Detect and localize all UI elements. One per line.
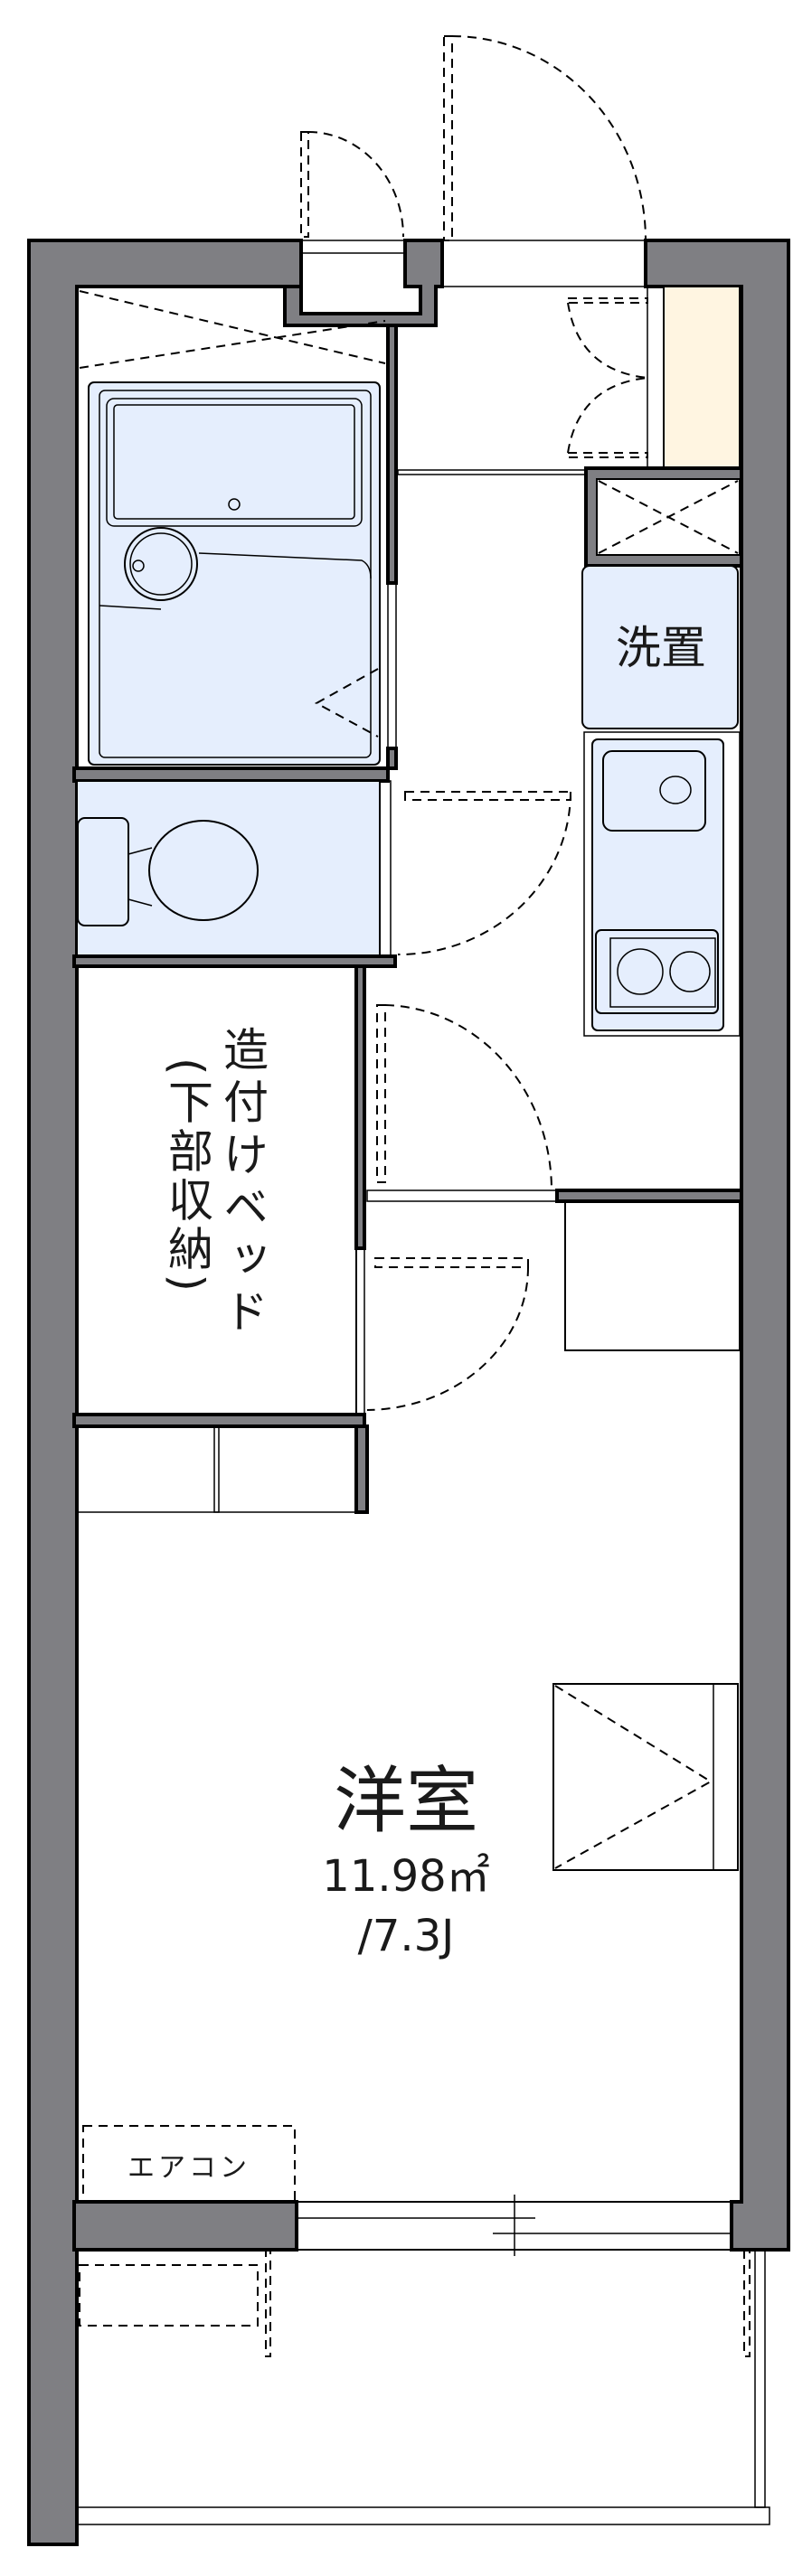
room-door xyxy=(376,1004,552,1191)
refrigerator-space xyxy=(564,1200,741,1351)
toilet-room xyxy=(76,780,392,960)
kitchen xyxy=(583,731,741,1037)
under-storage-label: (下部収納) xyxy=(161,1058,213,1295)
air-conditioner: エアコン xyxy=(82,2125,296,2203)
room-area-sqm: 11.98㎡ xyxy=(322,1851,489,1902)
burner-icon xyxy=(669,951,711,992)
bathtub xyxy=(88,381,381,766)
washer-space xyxy=(581,565,739,729)
washer-space-label: 洗置 xyxy=(616,622,706,674)
closet-partition xyxy=(354,964,366,1250)
balcony-sliding-window[interactable] xyxy=(296,2195,732,2256)
closet-bottom-wall xyxy=(72,1413,366,1428)
sink xyxy=(602,750,706,832)
shoe-cabinet xyxy=(663,286,741,469)
toilet-door xyxy=(397,791,571,956)
entrance-opening xyxy=(441,240,647,287)
balcony xyxy=(76,2249,770,2525)
bottom-wall xyxy=(72,2200,298,2252)
stove xyxy=(595,929,719,1014)
room-area-jo: /7.3J xyxy=(358,1911,455,1961)
meter-box-door xyxy=(300,131,404,238)
kitchen-partition xyxy=(555,1189,743,1203)
bath-bottom-wall xyxy=(72,747,398,783)
entrance-door xyxy=(443,35,647,241)
burner-icon xyxy=(617,948,664,995)
western-room-door xyxy=(366,1257,529,1411)
built-in-bed-label: 造付けベッド xyxy=(216,1026,269,1340)
window-bay xyxy=(552,1683,739,1871)
bath-partition xyxy=(386,324,398,585)
step-line xyxy=(397,469,587,475)
shoe-cabinet-doors xyxy=(567,297,648,458)
toilet-bottom-wall xyxy=(72,954,397,968)
sink-drain-icon xyxy=(659,776,692,804)
room-name: 洋室 xyxy=(334,1759,478,1843)
storage-shelf xyxy=(76,1425,357,1513)
air-conditioner-label: エアコン xyxy=(127,2152,250,2184)
